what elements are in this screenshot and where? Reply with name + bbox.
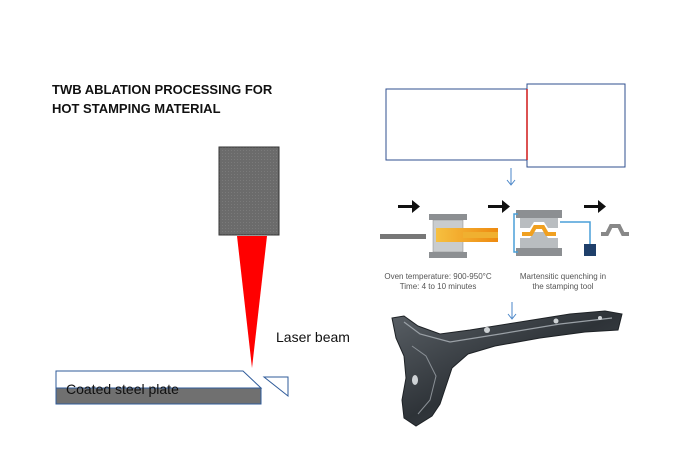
plate-steel	[55, 387, 262, 405]
blank-right	[526, 83, 626, 168]
formed-part-profile	[601, 224, 629, 236]
oven-caption-line-1: Oven temperature: 900-950°C	[384, 272, 492, 281]
diagram-title: TWB ABLATION PROCESSING FOR HOT STAMPING…	[52, 80, 272, 118]
blank-left	[385, 88, 528, 161]
quench-caption-line-2: the stamping tool	[532, 282, 594, 291]
laser-beam-label: Laser beam	[276, 329, 350, 345]
title-line-2: HOT STAMPING MATERIAL	[52, 101, 221, 116]
laser-beam	[237, 236, 267, 368]
stamped-part	[391, 310, 623, 427]
oven-caption-line-2: Time: 4 to 10 minutes	[399, 282, 477, 291]
laser-head	[218, 146, 280, 236]
plate-label: Coated steel plate	[66, 381, 179, 397]
stamping-tool	[513, 210, 596, 256]
quench-caption-line-1: Martensitic quenching in	[519, 272, 607, 281]
process-arrows	[398, 200, 606, 213]
ablated-coating	[262, 376, 289, 398]
down-arrow-2-head	[507, 313, 517, 320]
down-arrow-1-head	[506, 179, 516, 186]
title-line-1: TWB ABLATION PROCESSING FOR	[52, 82, 273, 97]
incoming-blank	[380, 234, 426, 239]
quench-caption: Martensitic quenching in the stamping to…	[508, 272, 618, 292]
oven	[429, 214, 498, 258]
oven-caption: Oven temperature: 900-950°C Time: 4 to 1…	[378, 272, 498, 292]
